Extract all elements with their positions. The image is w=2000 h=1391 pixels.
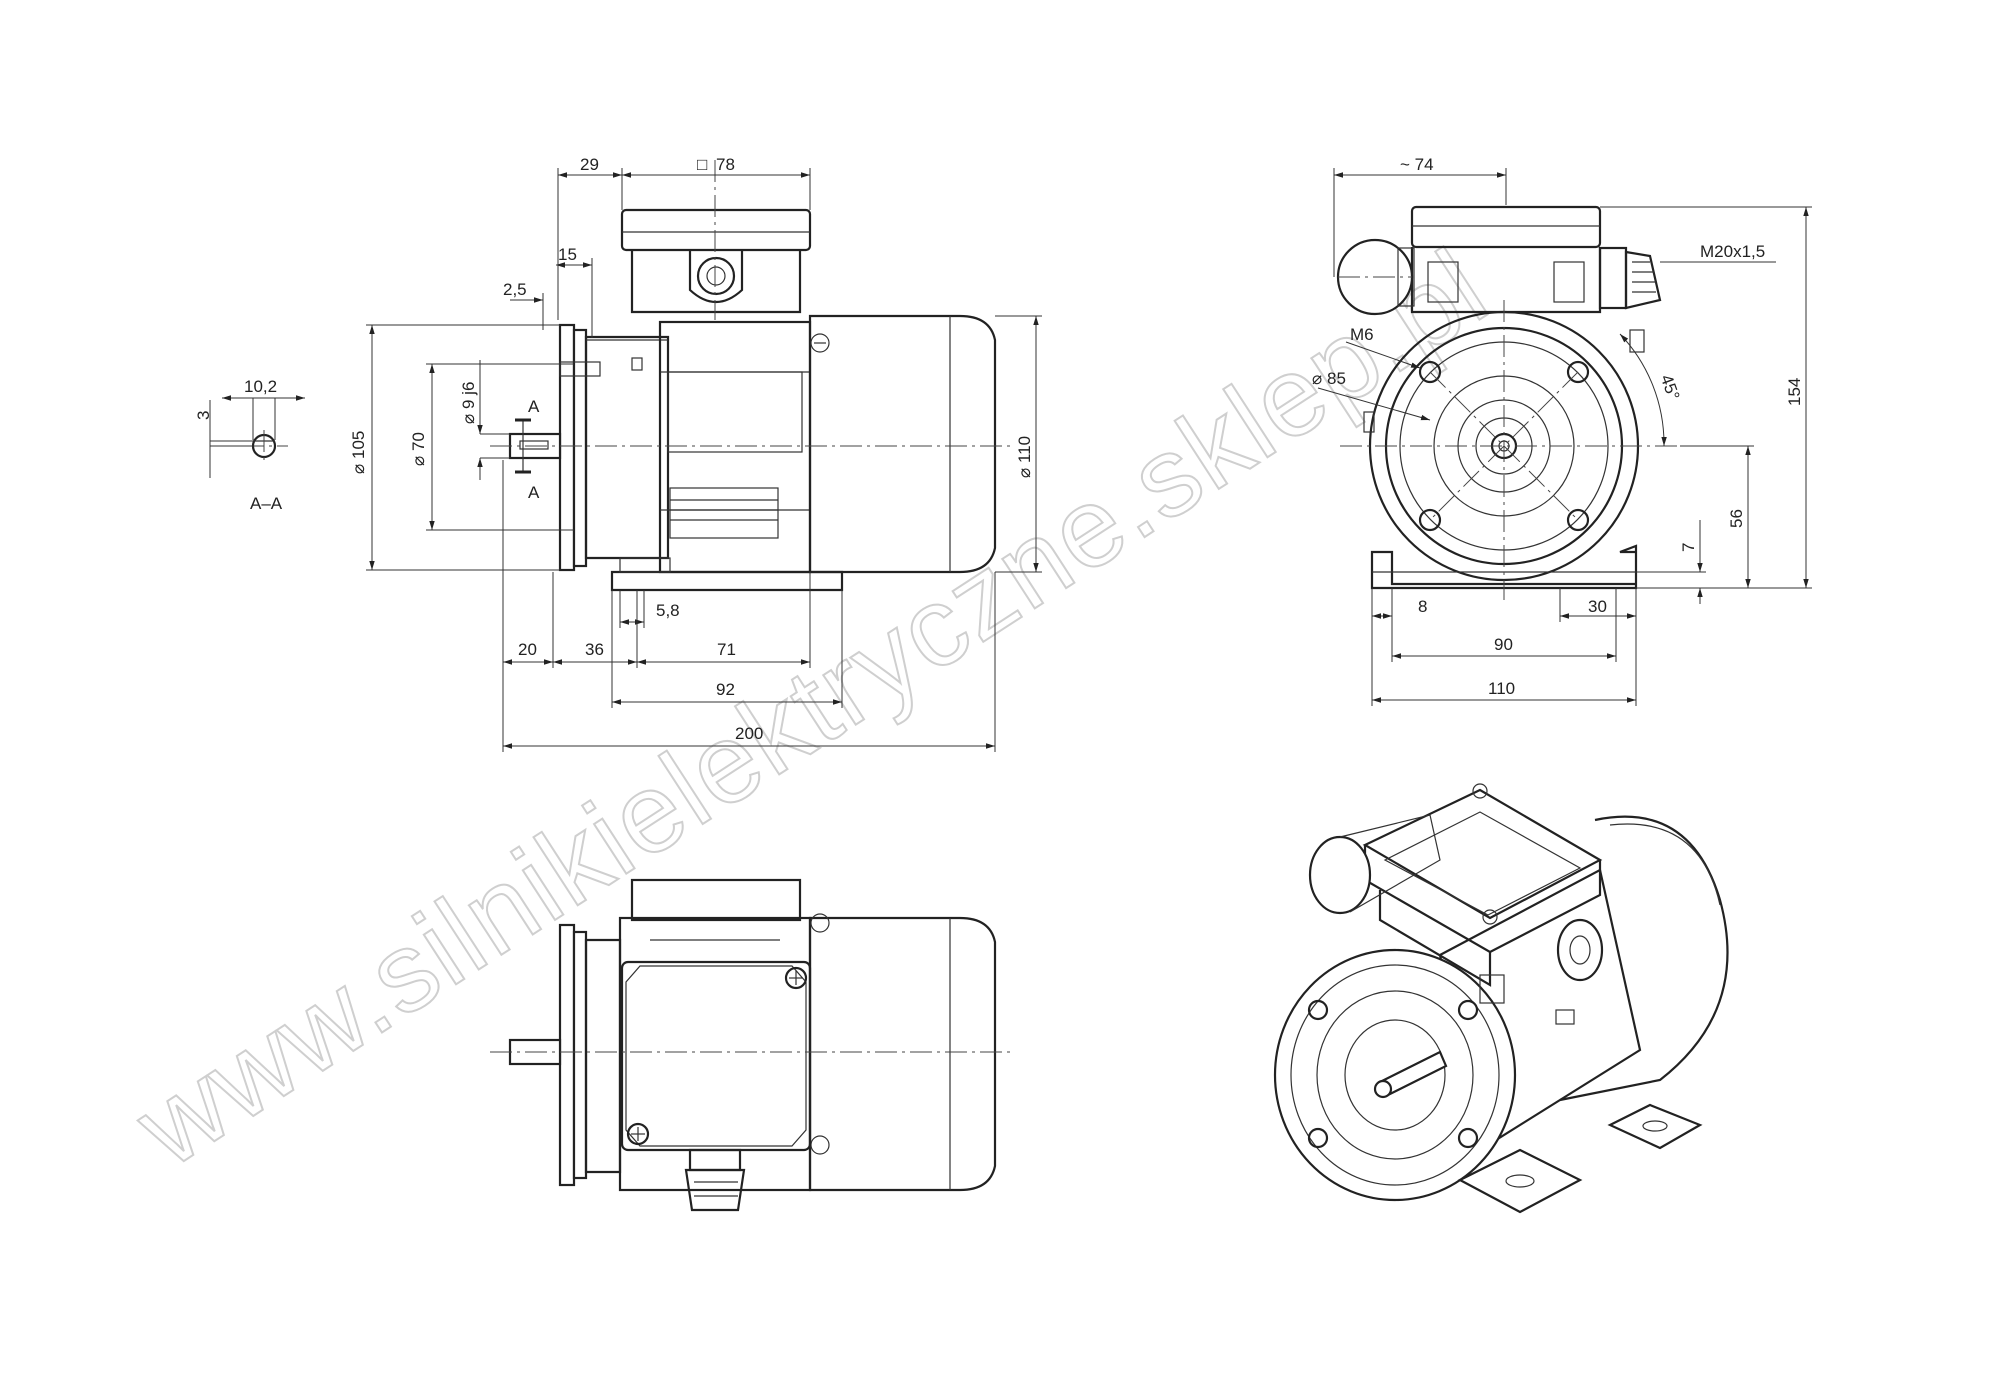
dim-200: 200 [735,724,763,743]
diameter-symbol-110: ⌀ [1015,468,1034,478]
dim-78: 78 [716,155,735,174]
gland-thread: M20x1,5 [1700,242,1765,261]
dim-90: 90 [1494,635,1513,654]
svg-text:⌀ 70: ⌀ 70 [409,432,428,466]
dim-110-width: 110 [1488,679,1515,698]
svg-text:⌀ 105: ⌀ 105 [349,431,368,474]
svg-text:⌀ 9 j6: ⌀ 9 j6 [459,382,478,424]
side-view: A A 29 □ 78 15 2,5 ⌀ 105 ⌀ 70 [349,155,1042,752]
isometric-view [1273,783,1729,1214]
dim-30: 30 [1588,597,1607,616]
section-label: A–A [250,494,283,513]
dim-shaft: 9 j6 [459,382,478,409]
cut-label-bottom: A [528,483,540,502]
dim-56: 56 [1727,509,1746,528]
dim-70: 70 [409,432,428,451]
dim-85: 85 [1327,369,1346,388]
dim-71: 71 [717,640,736,659]
section-a-a: 10,2 3 A–A [194,377,305,513]
top-view [490,878,1010,1212]
key-width-label: 10,2 [244,377,277,396]
diameter-symbol-85: ⌀ [1312,369,1322,388]
cut-label-top: A [528,397,540,416]
dim-105: 105 [349,431,368,459]
dim-74: ~ 74 [1400,155,1434,174]
diameter-symbol-shaft: ⌀ [459,414,478,424]
dim-110-diameter: 110 [1015,436,1034,463]
diameter-symbol-70: ⌀ [409,456,428,466]
end-view: ~ 74 M20x1,5 M6 ⌀ 85 45° 154 56 7 [1312,155,1812,706]
key-height-label: 3 [194,411,213,420]
diameter-symbol-105: ⌀ [349,464,368,474]
thread-m6: M6 [1350,325,1374,344]
svg-text:⌀ 110: ⌀ 110 [1015,436,1034,478]
dim-8: 8 [1418,597,1427,616]
dim-15: 15 [558,245,577,264]
angle-45: 45° [1657,372,1684,403]
dim-92: 92 [716,680,735,699]
dim-5-8: 5,8 [656,601,680,620]
dim-7: 7 [1679,543,1698,552]
dim-154: 154 [1785,378,1804,406]
dim-20: 20 [518,640,537,659]
dim-36: 36 [585,640,604,659]
square-symbol: □ [697,155,707,174]
dim-2-5: 2,5 [503,280,527,299]
svg-text:⌀ 85: ⌀ 85 [1312,369,1346,388]
dim-29: 29 [580,155,599,174]
